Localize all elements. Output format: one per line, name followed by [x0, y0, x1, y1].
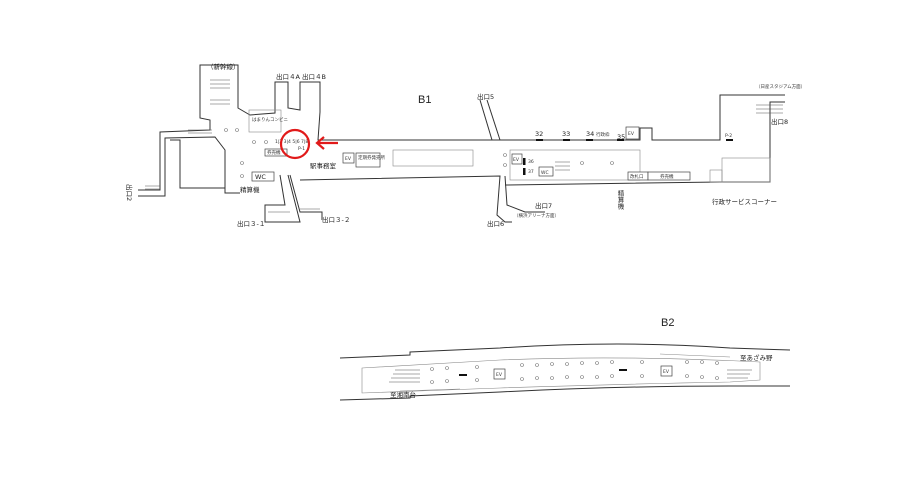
ev-mid-box [511, 153, 523, 165]
p2-label: P-2 [725, 133, 732, 139]
stadium-label: （日産スタジアム方面） [756, 83, 805, 90]
fare-adjust-right-label: 精算機 [616, 189, 624, 211]
to-shonandai-label: 至湘南台 [390, 390, 416, 399]
shinkansen-label: （新幹線） [207, 62, 240, 71]
wc-left-box [251, 171, 275, 182]
ticket-machine-left-box [264, 148, 288, 157]
p1-label: P-1 [298, 146, 305, 152]
exit-3-2-label: 出口３-２ [322, 215, 350, 224]
wc-right-box [538, 166, 554, 177]
b1-floor-plan [138, 64, 785, 223]
platform-markers [523, 139, 733, 175]
convenience-label: はまりんコンビニ [252, 116, 288, 123]
b2-ev2-label: EV [663, 369, 670, 375]
exit-8-label: 出口8 [771, 117, 788, 126]
number-36: 36 [528, 159, 534, 165]
platform-34: 34 [586, 130, 594, 138]
exit-4b-label: 出口４B [302, 72, 326, 81]
ticket-machine-left-label: 券売機 [267, 149, 281, 156]
wc-left-label: WC [255, 173, 266, 181]
station-office-label: 駅事務室 [310, 161, 337, 170]
wc-right-label: WC [541, 170, 549, 176]
pass-office-label: 定期券発売所 [358, 154, 385, 161]
ev-mid-label: EV [513, 157, 520, 163]
exit-7-label: 出口7 [535, 201, 552, 210]
location-circle [279, 128, 311, 160]
admin-corner-label: 行政サービスコーナー [712, 197, 777, 206]
ev-left-label: EV [345, 156, 352, 162]
b2-platform [339, 343, 791, 401]
exit-4a-label: 出口４A [276, 72, 301, 81]
gyosei-label: 行政枠 [596, 131, 610, 138]
floor-b2-label: B2 [661, 317, 674, 329]
ticket-gate-label: 改札口 [630, 173, 644, 180]
current-location-marker [279, 128, 338, 160]
stairs [145, 79, 783, 213]
pass-office-box [355, 152, 381, 168]
exit-3-1-label: 出口３-１ [237, 219, 265, 228]
number-37: 37 [528, 169, 534, 175]
arena-label: （横浜アリーナ方面） [514, 212, 559, 219]
ev-top-label: EV [628, 131, 635, 137]
platform-32: 32 [535, 130, 543, 138]
b2-ev1-label: EV [496, 372, 503, 378]
to-azamino-label: 至あざみ野 [740, 353, 773, 362]
fare-adjust-left-label: 精算機 [240, 185, 260, 194]
floor-b1-label: B1 [418, 94, 431, 106]
exit-5-label: 出口5 [477, 92, 494, 101]
exit-6-label: 出口6 [487, 219, 504, 228]
exit-2-label: 出口2 [125, 184, 134, 201]
gates-label: 1|2 3|4 5|6 7|8 [275, 139, 308, 145]
platform-35: 35 [617, 133, 625, 141]
columns [224, 128, 614, 178]
ticket-machine-right-label: 券売機 [660, 173, 674, 180]
ev-top-box [625, 126, 640, 140]
ev-left-box [342, 152, 355, 164]
platform-33: 33 [562, 130, 570, 138]
ticket-machine-right-box [647, 171, 691, 181]
